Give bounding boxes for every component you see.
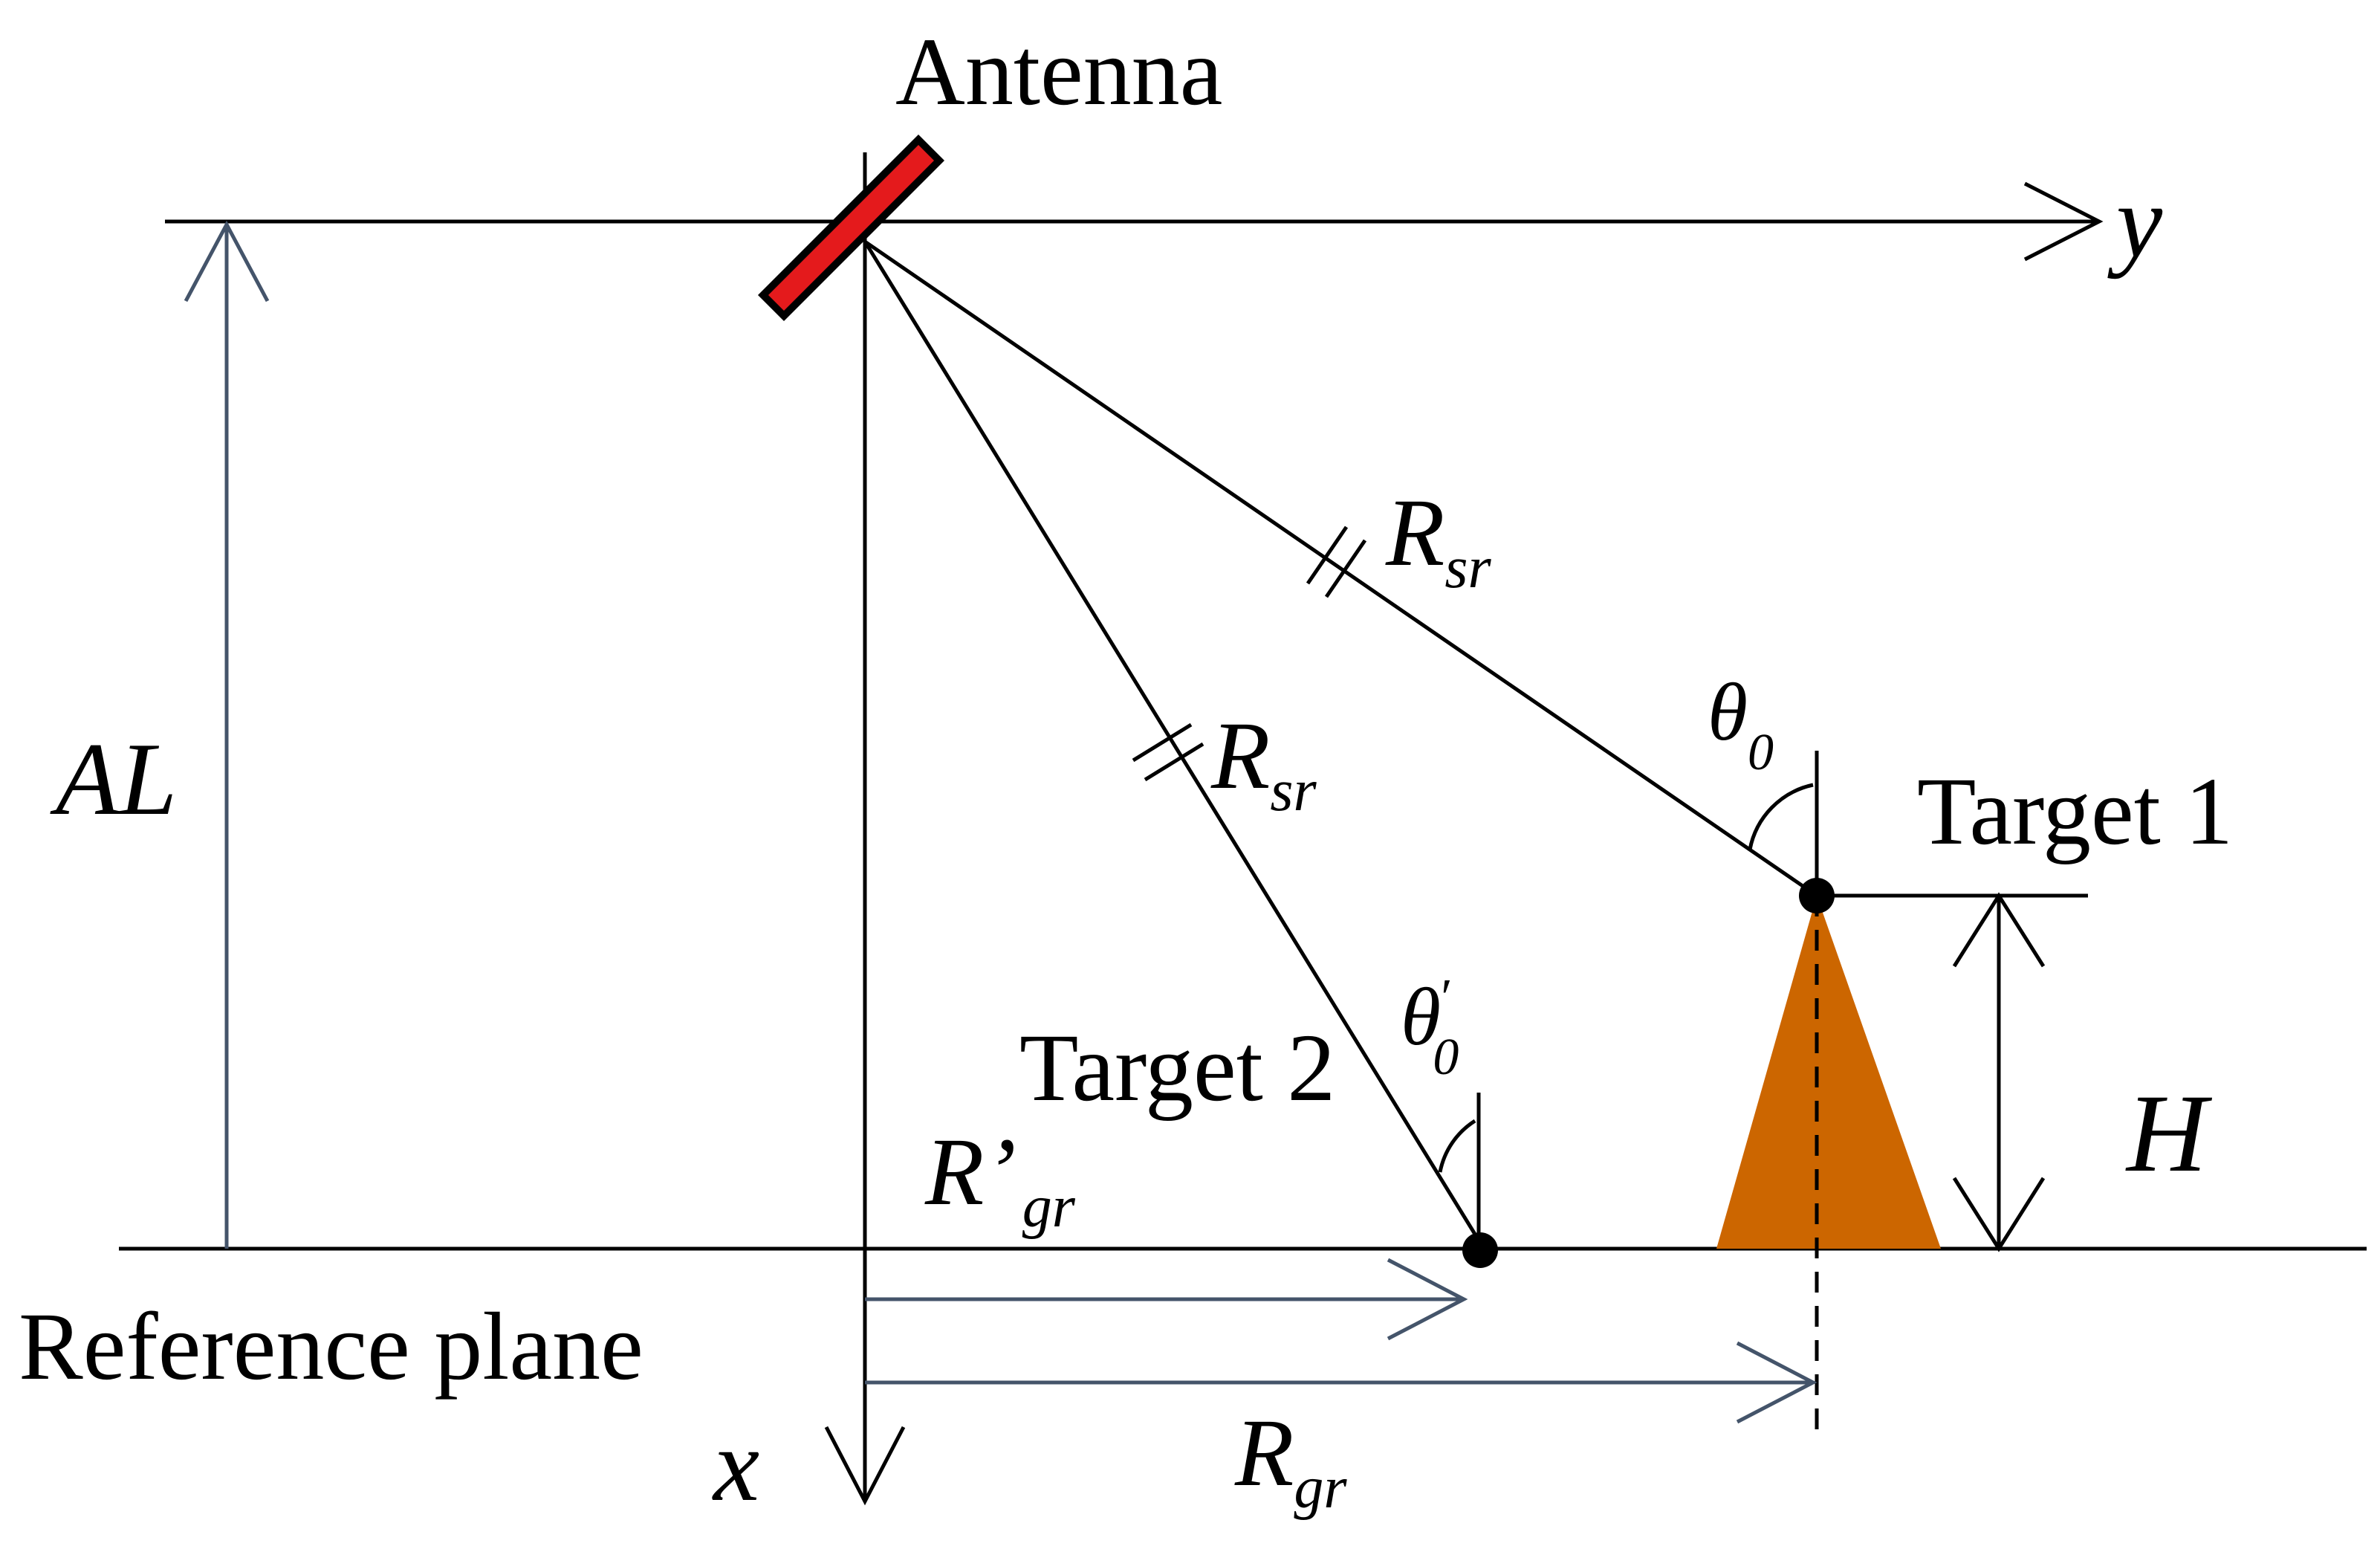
- slant-range-label-2: Rsr: [1210, 702, 1317, 824]
- ground-range-arrow-1: [865, 1341, 1818, 1424]
- ground-range-label-1: Rgr: [1234, 1400, 1347, 1521]
- slant-range-line-target-1: [863, 239, 1818, 898]
- incidence-angle-arc-2: [1438, 1119, 1476, 1173]
- ground-range-label-2: R’gr: [924, 1119, 1076, 1240]
- antenna-label: Antenna: [895, 19, 1222, 126]
- y-axis: [165, 181, 2104, 262]
- target-1-label: Target 1: [1917, 758, 2233, 865]
- slant-range-line-target-2: [863, 240, 1486, 1250]
- target-1-cone: [1716, 896, 1941, 1249]
- target-2-point: [1462, 1232, 1498, 1268]
- ground-range-arrow-2: [865, 1258, 1468, 1341]
- incidence-angle-label-2: θ′0: [1401, 969, 1459, 1086]
- reference-plane-label: Reference plane: [19, 1293, 643, 1400]
- incidence-angle-label-1: θ0: [1708, 667, 1774, 781]
- antenna-icon: [758, 135, 944, 321]
- equal-length-ticks-1: [1306, 525, 1367, 598]
- height-label: H: [2125, 1072, 2213, 1195]
- y-axis-label: y: [2107, 164, 2163, 279]
- altitude-label: AL: [50, 722, 177, 837]
- target-2-label: Target 2: [1019, 1015, 1335, 1122]
- altitude-arrow: [184, 220, 270, 1249]
- incidence-angle-arc-1: [1748, 783, 1814, 850]
- equal-length-ticks-2: [1132, 722, 1204, 782]
- x-axis-label: x: [712, 1408, 759, 1523]
- height-arrow: [1952, 892, 2046, 1252]
- slant-range-label-1: Rsr: [1385, 479, 1492, 601]
- x-axis: [824, 152, 906, 1506]
